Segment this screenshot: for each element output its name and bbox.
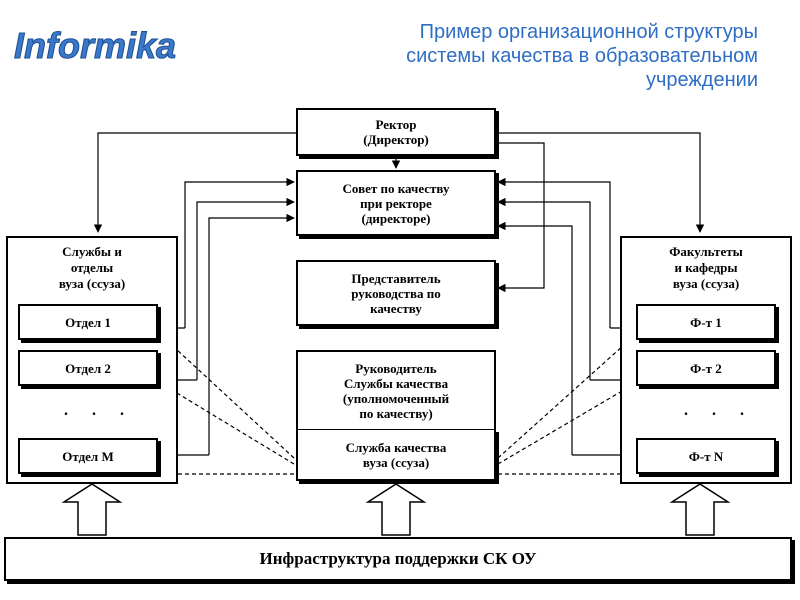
left-loop-1 <box>184 177 295 328</box>
quality-head-line-3: (уполномоченный <box>342 390 450 406</box>
right-loop-1 <box>497 177 611 328</box>
quality-service-box: Служба качества вуза (ссуза) <box>296 429 496 481</box>
faculty-2-box: Ф-т 2 <box>636 350 776 386</box>
left-panel-title-1: Службы и <box>62 244 122 259</box>
right-panel-title-2: и кафедры <box>674 260 738 275</box>
quality-head-line-1: Руководитель <box>355 360 437 376</box>
dash-qs-dept1 <box>161 335 295 459</box>
left-loop-3 <box>208 213 295 455</box>
faculty-1-label: Ф-т 1 <box>690 314 722 330</box>
department-1-label: Отдел 1 <box>65 314 111 330</box>
rector-to-left-panel-arrow <box>93 132 296 233</box>
dashed-connectors <box>161 335 635 479</box>
department-m-label: Отдел М <box>62 448 114 464</box>
dash-qs-fac1 <box>497 335 635 459</box>
quality-head-line-2: Службы качества <box>343 375 449 391</box>
council-line-1: Совет по качеству <box>342 180 450 196</box>
council-line-3: (директоре) <box>361 210 431 226</box>
title-line-3: учреждении <box>645 69 758 91</box>
logo-text: Informika <box>14 25 176 66</box>
management-representative-box: Представитель руководства по качеству <box>296 260 496 326</box>
council-line-2: при ректоре <box>360 195 432 211</box>
representative-line-3: качеству <box>370 300 422 316</box>
right-ellipsis: . . . <box>684 402 754 419</box>
left-ellipsis: . . . <box>64 402 134 419</box>
quality-service-line-2: вуза (ссуза) <box>362 454 430 470</box>
quality-council-box: Совет по качеству при ректоре (директоре… <box>296 170 496 236</box>
rector-line-1: Ректор <box>375 117 417 132</box>
rector-line-2: (Директор) <box>363 132 429 147</box>
department-2-box: Отдел 2 <box>18 350 158 386</box>
representative-line-2: руководства по <box>351 285 441 301</box>
rector-to-representative-arrow <box>496 142 545 293</box>
infrastructure-bar: Инфраструктура поддержки СК ОУ <box>4 537 792 581</box>
quality-service-line-1: Служба качества <box>345 439 447 455</box>
right-loop-3 <box>497 221 573 455</box>
dash-qs-dept2 <box>161 383 295 465</box>
infra-arrow-center <box>365 483 427 536</box>
faculty-n-box: Ф-т N <box>636 438 776 474</box>
rector-to-right-panel-arrow <box>496 132 705 233</box>
infra-arrow-right <box>669 483 731 536</box>
quality-head-box: Руководитель Службы качества (уполномоче… <box>296 350 496 430</box>
department-m-box: Отдел М <box>18 438 158 474</box>
right-panel-title: Факультеты и кафедры вуза (ссуза) <box>620 244 792 292</box>
infrastructure-arrows <box>61 483 731 536</box>
left-panel-title-2: отделы <box>70 260 114 275</box>
title-line-1: Пример организационной структуры <box>419 21 758 43</box>
rector-box: Ректор (Директор) <box>296 108 496 156</box>
left-panel-title: Службы и отделы вуза (ссуза) <box>6 244 178 292</box>
faculty-1-box: Ф-т 1 <box>636 304 776 340</box>
right-loop-2 <box>497 197 591 380</box>
department-2-label: Отдел 2 <box>65 360 111 376</box>
infrastructure-label: Инфраструктура поддержки СК ОУ <box>259 549 537 568</box>
left-panel-title-3: вуза (ссуза) <box>58 276 126 291</box>
quality-head-line-4: по качеству) <box>359 405 433 421</box>
informika-logo: Informika <box>8 14 198 74</box>
representative-line-1: Представитель <box>351 270 441 286</box>
faculty-2-label: Ф-т 2 <box>690 360 722 376</box>
dash-qs-fac2 <box>497 383 635 465</box>
title-line-2: системы качества в образовательном <box>406 45 758 67</box>
infra-arrow-left <box>61 483 123 536</box>
department-1-box: Отдел 1 <box>18 304 158 340</box>
faculty-n-label: Ф-т N <box>688 448 724 464</box>
slide-title: Пример организационной структуры системы… <box>218 20 758 92</box>
right-panel-title-1: Факультеты <box>669 244 743 259</box>
left-loop-2 <box>196 197 295 380</box>
right-panel-title-3: вуза (ссуза) <box>672 276 740 291</box>
